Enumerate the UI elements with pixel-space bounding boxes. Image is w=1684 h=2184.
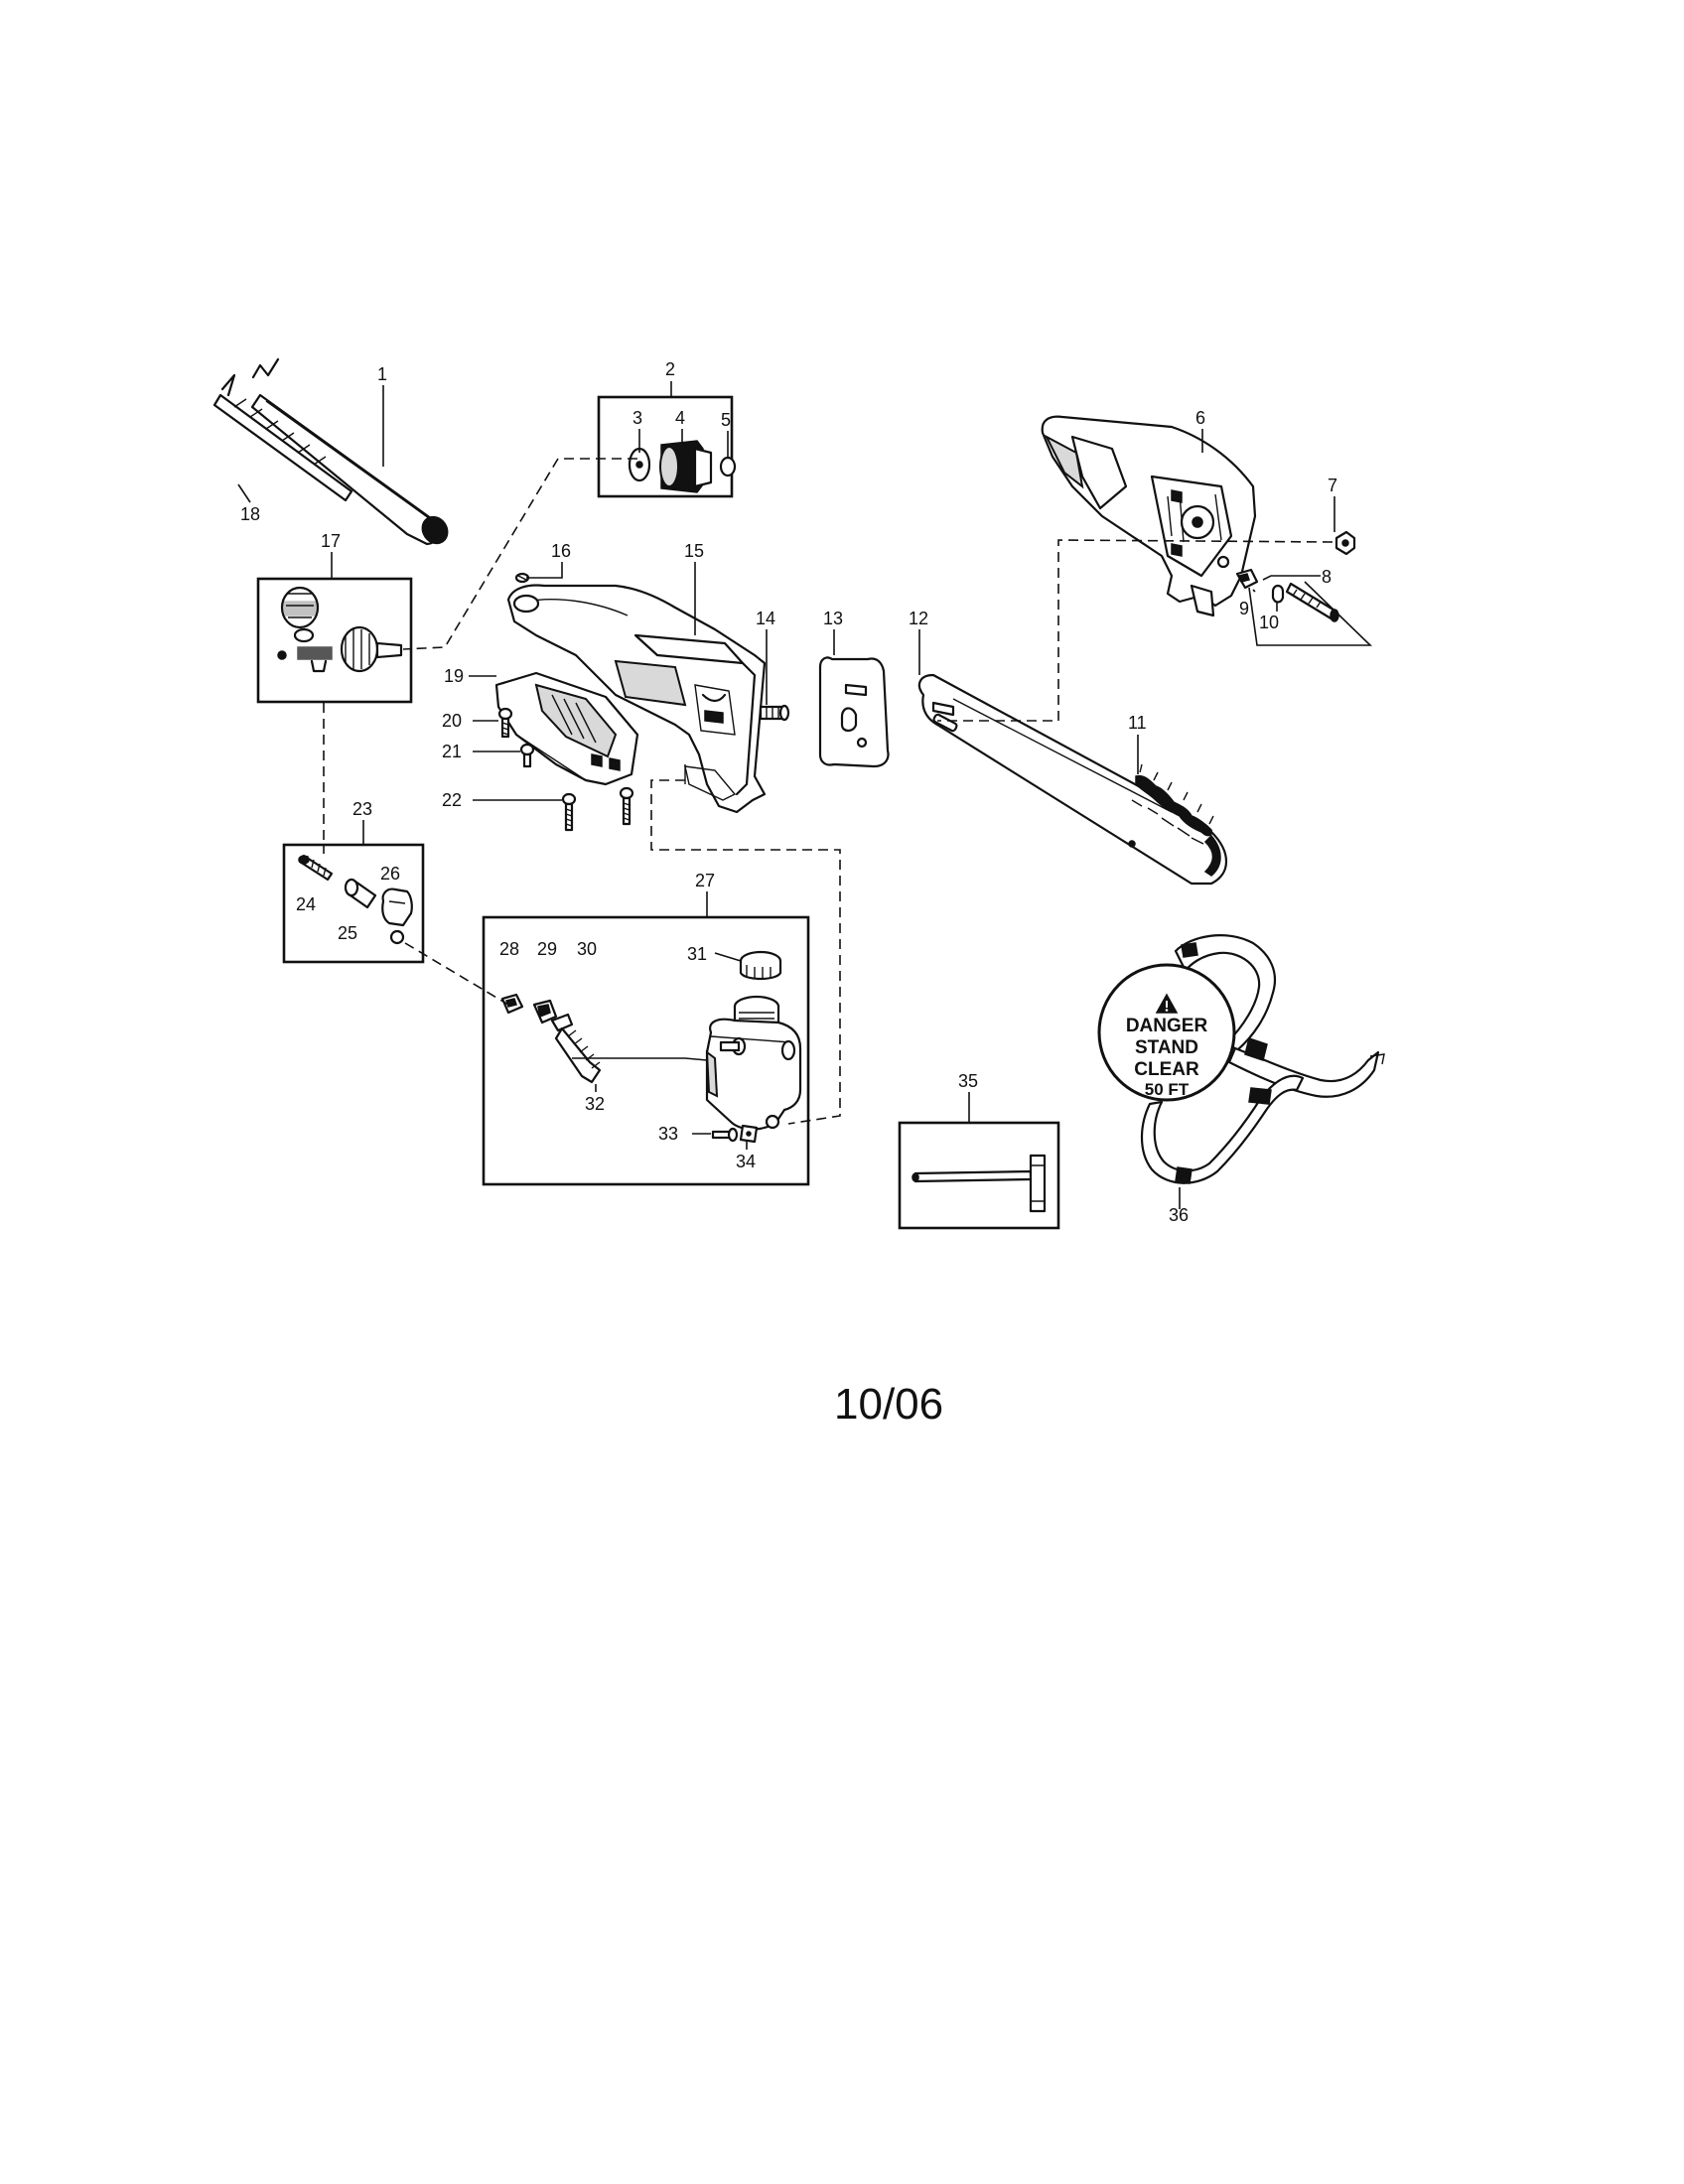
- part-12-guide-bar: [917, 673, 1227, 886]
- callout-35: 35: [958, 1071, 978, 1091]
- part-27-oil-tank: [705, 995, 802, 1131]
- callout-14: 14: [756, 609, 775, 628]
- part-17-gear-assembly-box: [256, 577, 413, 704]
- part-9-adjuster: [1235, 568, 1259, 590]
- part-30-filter: [550, 1013, 574, 1032]
- part-31-tank-cap: [739, 950, 782, 981]
- part-35-tool-box: [898, 1121, 1060, 1230]
- callout-26: 26: [380, 864, 400, 884]
- part-29-fitting: [532, 999, 558, 1024]
- part-27-oil-tank-kit-box: [482, 915, 810, 1186]
- danger-label-line2: STAND: [1135, 1037, 1198, 1058]
- assembly-paths: [323, 458, 1333, 1125]
- callout-7: 7: [1328, 476, 1337, 495]
- part-20-screw: [497, 707, 513, 739]
- callout-30: 30: [577, 939, 597, 959]
- danger-tag: DANGER STAND CLEAR 50 FT: [1097, 963, 1236, 1102]
- part-11-saw-chain: [1131, 763, 1214, 845]
- part-13-plate: [818, 656, 890, 768]
- part-25-sleeve: [344, 878, 377, 909]
- callout-5: 5: [721, 410, 731, 430]
- callout-20: 20: [442, 711, 462, 731]
- part-14-stud: [759, 704, 790, 722]
- leader-lines: [237, 381, 1372, 1209]
- callout-31: 31: [687, 944, 707, 964]
- callout-16: 16: [551, 541, 571, 561]
- callout-33: 33: [658, 1124, 678, 1144]
- part-15-housing: [506, 584, 767, 814]
- part-10-pin: [1271, 584, 1285, 604]
- part-2-kit-box: [597, 395, 734, 498]
- callout-labels: 1 2 3 4 5 6 7 8 9 10 11 12 13 14 15 16 1…: [240, 359, 1337, 1225]
- part-17-gearhead: [277, 586, 403, 673]
- part-26-pump-body: [381, 887, 413, 945]
- callout-27: 27: [695, 871, 715, 890]
- part-19-cover: [494, 671, 639, 786]
- part-35-wrench: [912, 1154, 1047, 1213]
- callout-1: 1: [377, 364, 387, 384]
- callout-34: 34: [736, 1152, 756, 1171]
- part-22-screw: [561, 786, 634, 832]
- part-3-washer: [628, 447, 651, 482]
- callout-10: 10: [1259, 613, 1279, 632]
- callout-15: 15: [684, 541, 704, 561]
- part-5-clip: [719, 456, 737, 478]
- danger-label-line1: DANGER: [1126, 1016, 1208, 1036]
- callout-13: 13: [823, 609, 843, 628]
- callout-18: 18: [240, 504, 260, 524]
- part-4-gear: [659, 440, 713, 493]
- part-34-washer: [739, 1124, 759, 1144]
- callout-23: 23: [352, 799, 372, 819]
- part-18-drive-rod: [212, 373, 353, 502]
- callout-3: 3: [632, 408, 642, 428]
- part-24-worm-gear: [298, 854, 334, 882]
- callout-2: 2: [665, 359, 675, 379]
- part-21-screw: [519, 743, 535, 768]
- callout-29: 29: [537, 939, 557, 959]
- part-1-shaft: [250, 357, 449, 546]
- callout-12: 12: [909, 609, 928, 628]
- callout-6: 6: [1195, 408, 1205, 428]
- callout-17: 17: [321, 531, 341, 551]
- part-33-screw: [711, 1127, 739, 1143]
- callout-28: 28: [499, 939, 519, 959]
- callout-8: 8: [1322, 567, 1332, 587]
- danger-label-line3: CLEAR: [1134, 1059, 1199, 1080]
- part-23-oiler-kit-box: [282, 843, 425, 964]
- callout-24: 24: [296, 894, 316, 914]
- callout-21: 21: [442, 742, 462, 761]
- callout-36: 36: [1169, 1205, 1189, 1225]
- callout-9: 9: [1239, 599, 1249, 618]
- callout-4: 4: [675, 408, 685, 428]
- callout-25: 25: [338, 923, 357, 943]
- part-6-sprocket-cover: [1041, 415, 1257, 617]
- callout-19: 19: [444, 666, 464, 686]
- part-36-shoulder-harness: [1141, 934, 1385, 1184]
- callout-32: 32: [585, 1094, 605, 1114]
- callout-22: 22: [442, 790, 462, 810]
- danger-label-line4: 50 FT: [1145, 1080, 1190, 1099]
- revision-date: 10/06: [834, 1380, 943, 1429]
- part-7-nut: [1334, 530, 1356, 556]
- callout-11: 11: [1128, 713, 1147, 733]
- part-32-hose: [554, 1026, 602, 1084]
